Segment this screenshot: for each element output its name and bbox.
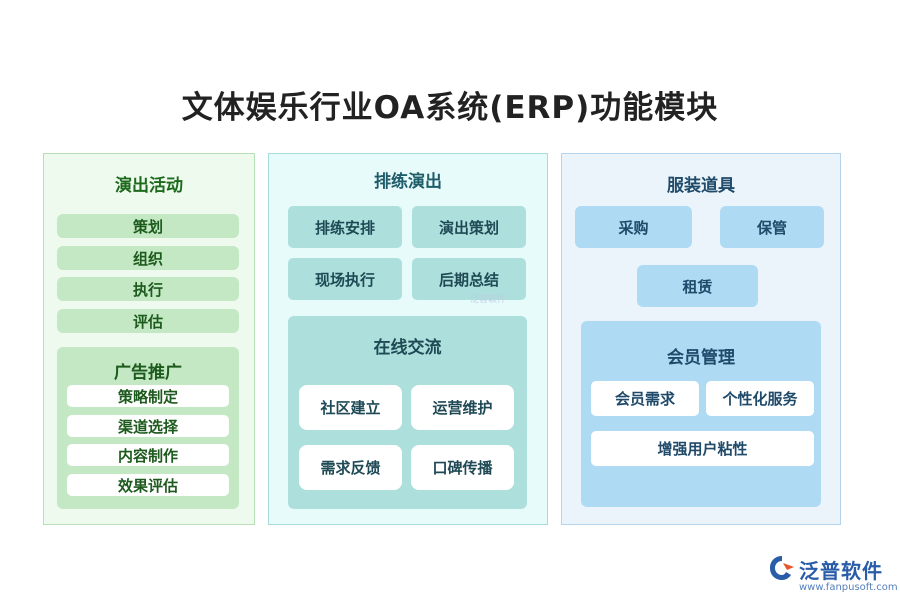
module-box: 增强用户粘性 <box>591 431 814 466</box>
module-box: 排练安排 <box>288 206 402 248</box>
module-box: 现场执行 <box>288 258 402 300</box>
module-box: 社区建立 <box>299 385 402 430</box>
module-box: 采购 <box>575 206 692 248</box>
fanpu-logo-icon <box>770 556 794 580</box>
brand-logo: 泛普软件 www.fanpusoft.com <box>767 551 898 599</box>
watermark-text: 泛普软件 <box>470 295 507 305</box>
module-box: 会员需求 <box>591 381 699 416</box>
module-box: 后期总结 <box>412 258 526 300</box>
panel-performance-activities: 演出活动 策划 组织 执行 评估 广告推广 策略制定 渠道选择 内容制作 效果评… <box>43 153 255 525</box>
subpanel-online-exchange: 在线交流 社区建立 运营维护 需求反馈 口碑传播 <box>288 316 527 509</box>
module-box: 保管 <box>720 206 824 248</box>
module-box: 评估 <box>57 309 239 333</box>
module-box: 组织 <box>57 246 239 270</box>
panel-costume-props: 服装道具 采购 保管 租赁 会员管理 会员需求 个性化服务 增强用户粘性 <box>561 153 841 525</box>
subpanel-member-management: 会员管理 会员需求 个性化服务 增强用户粘性 <box>581 321 821 507</box>
panel-rehearsal-performance: 排练演出 排练安排 演出策划 现场执行 后期总结 在线交流 社区建立 运营维护 … <box>268 153 548 525</box>
subpanel-title: 在线交流 <box>373 338 442 358</box>
module-box: 需求反馈 <box>299 445 402 490</box>
subpanel-ad-promotion: 广告推广 策略制定 渠道选择 内容制作 效果评估 <box>57 347 239 509</box>
panel-title: 排练演出 <box>374 172 442 192</box>
module-box: 执行 <box>57 277 239 301</box>
module-box: 策略制定 <box>67 385 229 407</box>
logo-name: 泛普软件 <box>799 559 883 583</box>
module-box: 演出策划 <box>412 206 526 248</box>
module-box: 租赁 <box>637 265 758 307</box>
module-box: 个性化服务 <box>706 381 814 416</box>
logo-url: www.fanpusoft.com <box>799 582 898 593</box>
module-box: 口碑传播 <box>411 445 514 490</box>
module-box: 效果评估 <box>67 474 229 496</box>
panel-title: 服装道具 <box>667 176 735 196</box>
subpanel-title: 广告推广 <box>114 363 182 383</box>
subpanel-title: 会员管理 <box>667 348 735 368</box>
module-box: 渠道选择 <box>67 415 229 437</box>
module-box: 运营维护 <box>411 385 514 430</box>
module-box: 内容制作 <box>67 444 229 466</box>
page-title: 文体娱乐行业OA系统(ERP)功能模块 <box>181 90 719 126</box>
module-box: 策划 <box>57 214 239 238</box>
panel-title: 演出活动 <box>115 176 183 196</box>
